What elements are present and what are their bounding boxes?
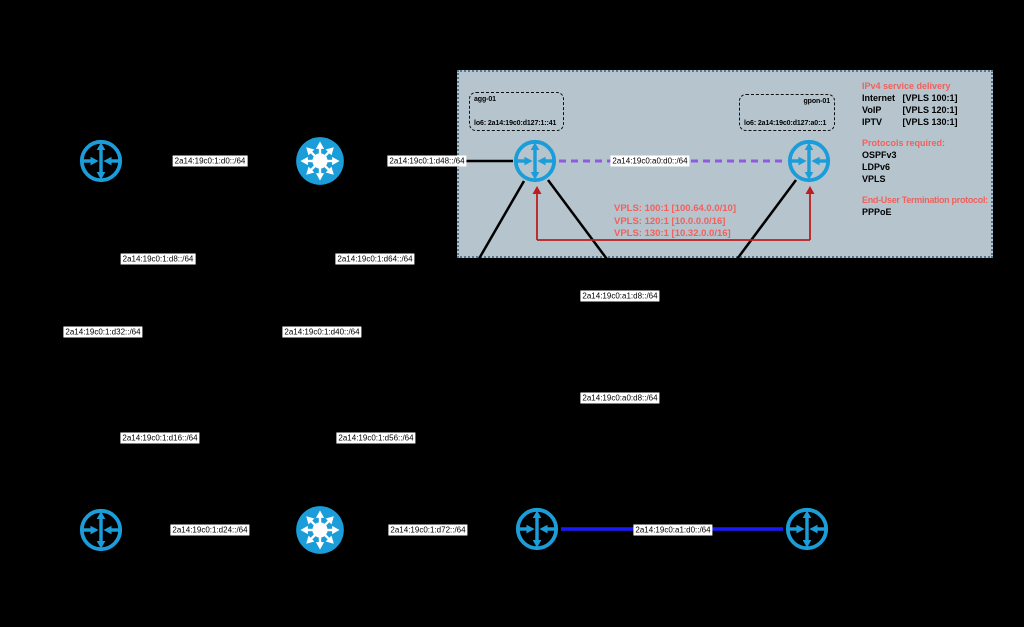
- agg-01-router-icon: [512, 138, 558, 184]
- core-router-bottom-icon: [294, 504, 346, 556]
- vpls-line-2: VPLS: 120:1 [10.0.0.0/16]: [614, 215, 726, 227]
- termination-title: End-User Termination protocol:: [862, 195, 988, 205]
- router-bottom-left-icon: [78, 507, 124, 553]
- protocol-ospfv3: OSPFv3: [862, 150, 897, 160]
- access-network-highlight-panel: [457, 70, 993, 258]
- protocol-ldpv6: LDPv6: [862, 162, 891, 172]
- core-router-top-icon: [294, 135, 346, 187]
- gpon-01-label-box: gpon-01 lo6: 2a14:19c0:d127:a0::1: [739, 94, 835, 131]
- link-label-d24: 2a14:19c0:1:d24::/64: [170, 524, 250, 536]
- link-label-d32: 2a14:19c0:1:d32::/64: [63, 326, 143, 338]
- agg-01-loopback: lo6: 2a14:19c0:d127:1::41: [474, 120, 557, 127]
- service-row-iptv: IPTV [VPLS 130:1]: [862, 117, 958, 127]
- link-label-d0: 2a14:19c0:1:d0::/64: [172, 155, 248, 167]
- termination-protocol: PPPoE: [862, 207, 892, 217]
- service-info-panel: IPv4 service delivery Internet [VPLS 100…: [862, 80, 1002, 218]
- link-label-d8: 2a14:19c0:1:d8::/64: [120, 253, 196, 265]
- router-bottom-mid-icon: [514, 506, 560, 552]
- service-row-voip: VoIP [VPLS 120:1]: [862, 105, 958, 115]
- link-label-a0d8: 2a14:19c0:a0:d8::/64: [580, 392, 660, 404]
- protocol-vpls: VPLS: [862, 174, 886, 184]
- router-bottom-right-icon: [784, 506, 830, 552]
- link-label-a1d0: 2a14:19c0:a1:d0::/64: [633, 524, 713, 536]
- protocols-title: Protocols required:: [862, 138, 946, 148]
- link-agg01-r4: [331, 180, 526, 512]
- vpls-line-1: VPLS: 100:1 [100.64.0.0/10]: [614, 203, 736, 214]
- vpls-pointer-arrow: [532, 186, 815, 241]
- vpls-annotation: VPLS: 100:1 [100.64.0.0/10] VPLS: 120:1 …: [614, 203, 736, 241]
- link-gpon01-r5: [548, 179, 798, 511]
- gpon-01-router-icon: [786, 138, 832, 184]
- link-agg01-r6: [546, 179, 796, 511]
- link-label-d40: 2a14:19c0:1:d40::/64: [282, 326, 362, 338]
- link-label-a0d0: 2a14:19c0:a0:d0::/64: [610, 155, 690, 167]
- link-label-a1d8: 2a14:19c0:a1:d8::/64: [580, 290, 660, 302]
- link-r2-r3: [111, 178, 310, 513]
- link-label-d56: 2a14:19c0:1:d56::/64: [336, 432, 416, 444]
- ipv4-service-title: IPv4 service delivery: [862, 81, 951, 91]
- gpon-01-loopback: lo6: 2a14:19c0:d127:a0::1: [744, 120, 827, 127]
- router-top-left-icon: [78, 138, 124, 184]
- service-row-internet: Internet [VPLS 100:1]: [862, 93, 958, 103]
- link-label-d48: 2a14:19c0:1:d48::/64: [387, 155, 467, 167]
- link-label-d16: 2a14:19c0:1:d16::/64: [120, 432, 200, 444]
- vpls-line-3: VPLS: 130:1 [10.32.0.0/16]: [614, 228, 731, 239]
- agg-01-name: agg-01: [474, 96, 496, 103]
- gpon-01-name: gpon-01: [803, 98, 830, 105]
- link-label-d72: 2a14:19c0:1:d72::/64: [388, 524, 468, 536]
- agg-01-label-box: agg-01 lo6: 2a14:19c0:d127:1::41: [469, 92, 564, 131]
- link-label-d64: 2a14:19c0:1:d64::/64: [335, 253, 415, 265]
